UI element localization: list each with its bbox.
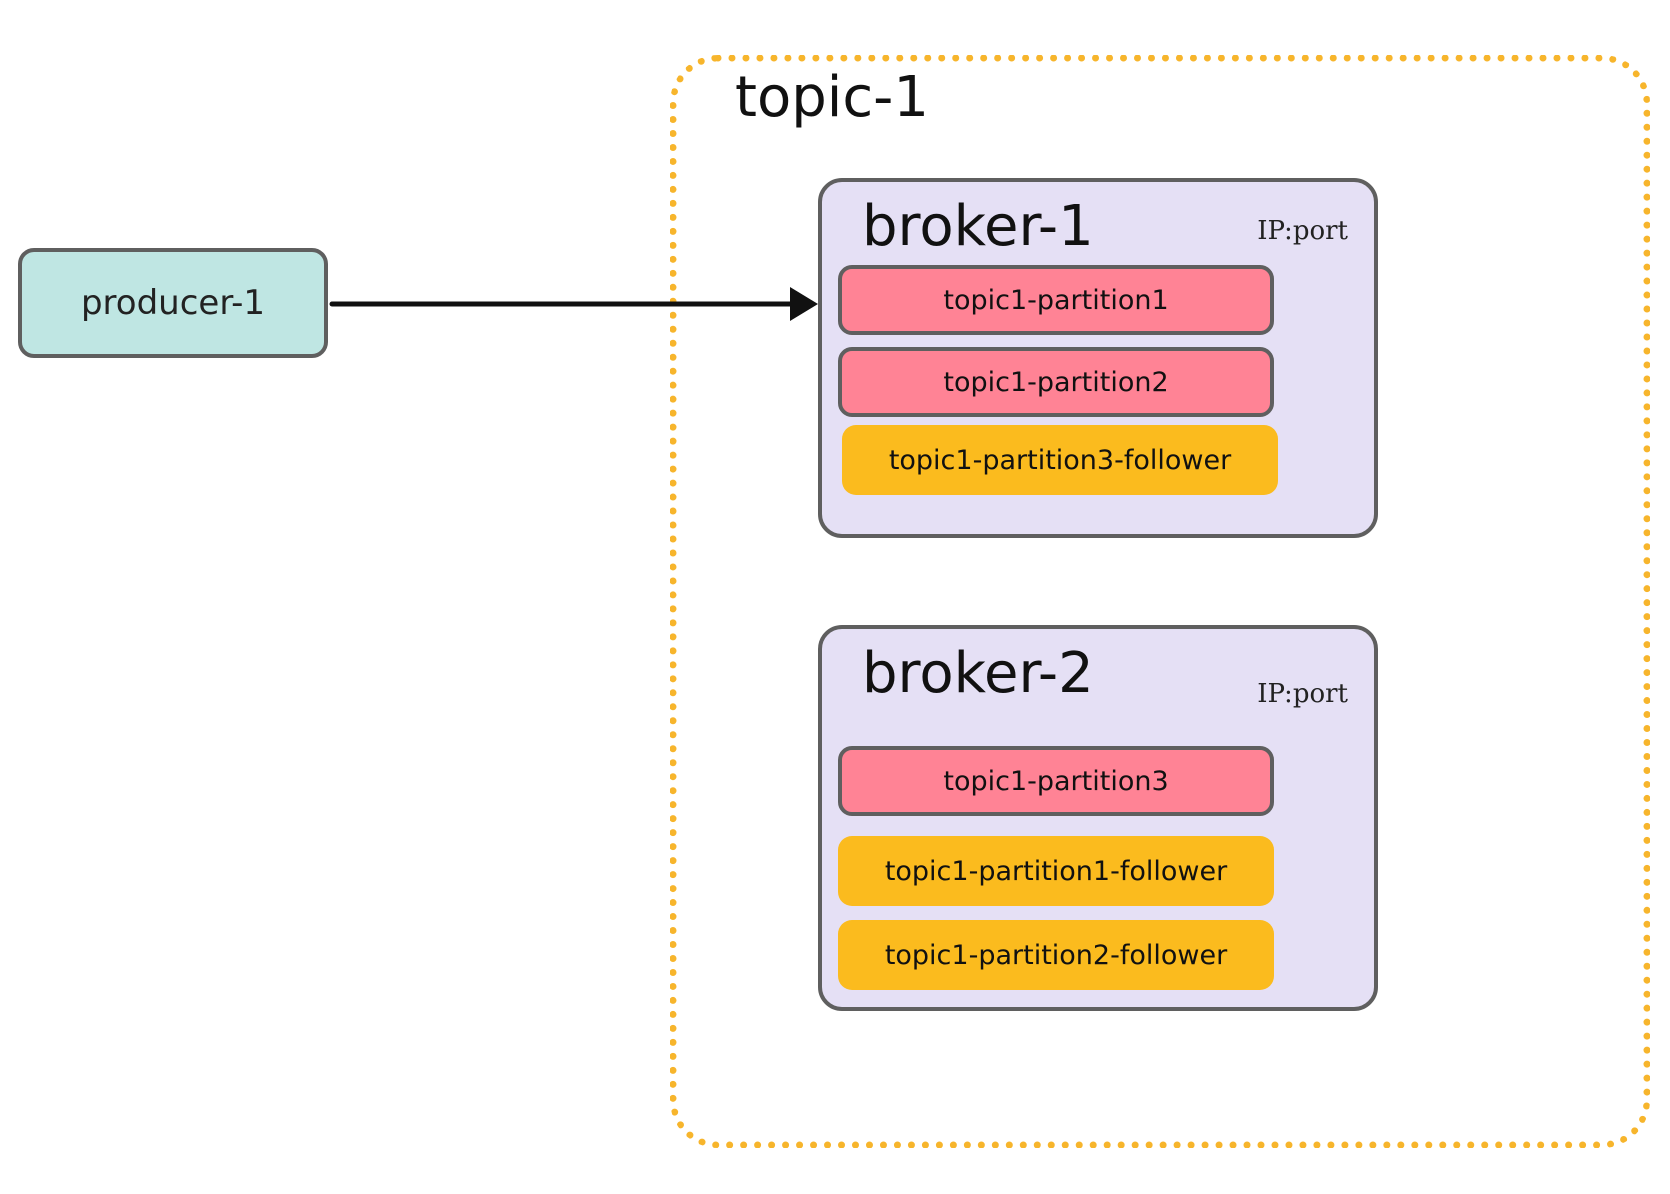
partition-label: topic1-partition3-follower: [888, 444, 1232, 476]
broker-1-partition-3: topic1-partition3-follower: [842, 425, 1278, 495]
broker-1-partition-1: topic1-partition1: [838, 265, 1274, 335]
arrow-head: [790, 287, 818, 321]
broker-2-address: IP:port: [1257, 679, 1348, 709]
broker-1-partition-2: topic1-partition2: [838, 347, 1274, 417]
partition-label: topic1-partition3: [943, 765, 1169, 797]
topic-title: topic-1: [735, 65, 929, 130]
broker-2-partition-3: topic1-partition2-follower: [838, 920, 1274, 990]
broker-2-partition-1: topic1-partition3: [838, 746, 1274, 816]
producer-node: producer-1: [18, 248, 328, 358]
producer-label: producer-1: [80, 283, 266, 323]
topic-container: [670, 55, 1650, 1148]
partition-label: topic1-partition2-follower: [884, 939, 1228, 971]
partition-label: topic1-partition1: [943, 284, 1169, 316]
broker-1-address: IP:port: [1257, 216, 1348, 246]
partition-label: topic1-partition2: [943, 366, 1169, 398]
broker-2-name: broker-2: [862, 641, 1094, 706]
broker-2-partition-2: topic1-partition1-follower: [838, 836, 1274, 906]
partition-label: topic1-partition1-follower: [884, 855, 1228, 887]
broker-1-name: broker-1: [862, 194, 1094, 259]
